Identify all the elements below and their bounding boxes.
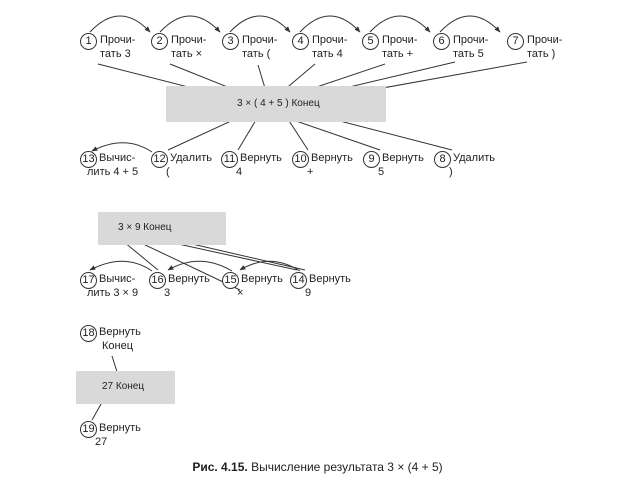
step-label: Вернуть× [237, 273, 283, 299]
step-number: 1 [80, 33, 97, 50]
step-number: 9 [363, 151, 380, 168]
step-number: 7 [507, 33, 524, 50]
step-label: Вернуть+ [307, 152, 353, 178]
step-label: Прочи-тать ) [527, 34, 563, 60]
step-number: 16 [149, 272, 166, 289]
step-number: 17 [80, 272, 97, 289]
arc-4-5 [299, 15, 361, 33]
step-label: Прочи-тать 4 [312, 34, 348, 60]
expression-1: 3 × ( 4 + 5 ) Конец [237, 98, 320, 109]
arc-2-3 [159, 15, 221, 33]
step-number: 19 [80, 421, 97, 438]
step-label: Прочи-тать ( [242, 34, 278, 60]
arc-1-2 [89, 15, 151, 33]
step-label: Прочи-тать × [171, 34, 207, 60]
step-label: Удалить( [166, 152, 212, 178]
step-number: 3 [222, 33, 239, 50]
expression-box-2 [98, 212, 226, 245]
caption-label: Рис. 4.15. [192, 460, 248, 474]
caption-text: Вычисление результата 3 × (4 + 5) [247, 460, 443, 474]
arc-5-6 [369, 15, 431, 33]
step-label: Удалить) [449, 152, 495, 178]
expression-box-1 [166, 86, 386, 122]
step-number: 18 [80, 325, 97, 342]
expression-3: 27 Конец [102, 381, 145, 392]
step-number: 5 [362, 33, 379, 50]
step-number: 6 [433, 33, 450, 50]
step-label: Прочи-тать 5 [453, 34, 489, 60]
step-label: Вычис-лить 3 × 9 [87, 273, 139, 299]
step-number: 12 [151, 151, 168, 168]
expression-2: 3 × 9 Конец [118, 222, 172, 233]
step-number: 8 [434, 151, 451, 168]
step-number: 14 [290, 272, 307, 289]
step-label: Вычис-лить 4 + 5 [87, 152, 139, 178]
step-label: Прочи-тать + [382, 34, 418, 60]
step-number: 2 [151, 33, 168, 50]
expression-box-3 [76, 371, 175, 404]
arc-6-7 [439, 15, 501, 33]
arc-3-4 [229, 15, 291, 33]
step-number: 13 [80, 151, 97, 168]
figure-caption: Рис. 4.15. Вычисление результата 3 × (4 … [0, 460, 635, 474]
step-number: 11 [221, 151, 238, 168]
step-label: Прочи-тать 3 [100, 34, 136, 60]
step-number: 4 [292, 33, 309, 50]
step-number: 10 [292, 151, 309, 168]
step-number: 15 [222, 272, 239, 289]
